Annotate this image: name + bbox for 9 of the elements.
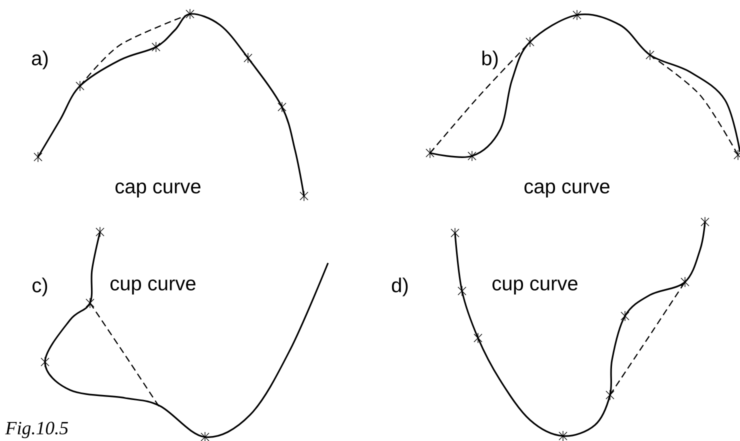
figure-caption: Fig.10.5 [5,422,68,438]
curve-label: cap curve [116,182,200,198]
panel-label: b) [482,50,498,70]
curve-label: cap curve [524,182,610,198]
panel-label: c) [32,278,48,296]
panel-label: d) [392,278,408,296]
curve-label: cup curve [110,280,196,294]
panel-label: a) [32,50,48,70]
curve-label: cup curve [492,280,578,294]
